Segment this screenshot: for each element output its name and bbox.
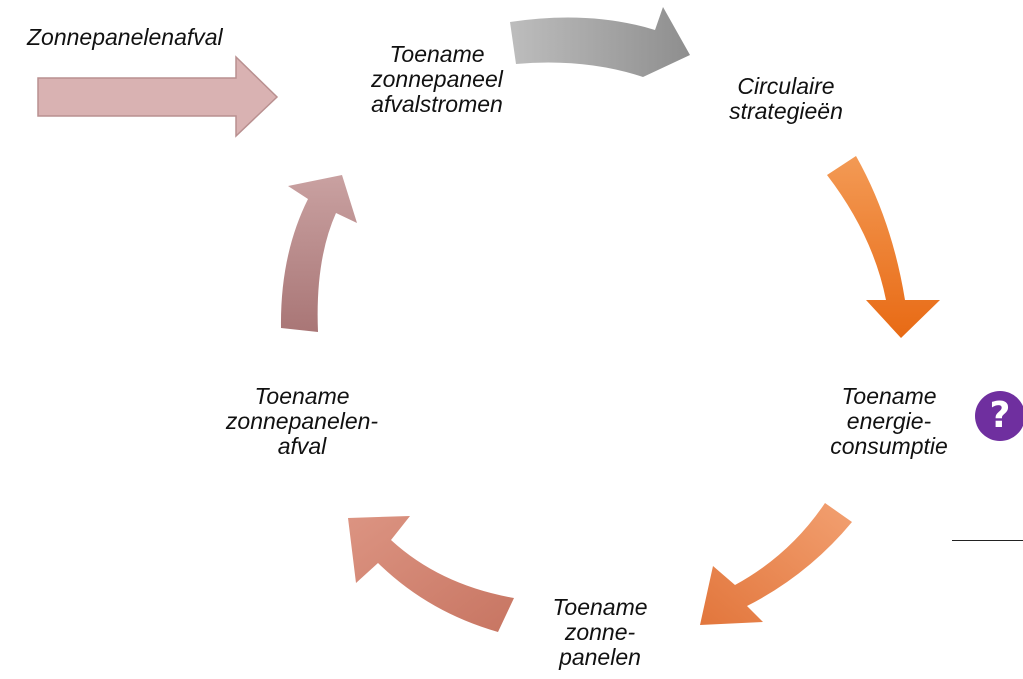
node-toename-zonnepanelen: Toename zonne- panelen <box>530 595 670 670</box>
node-line: Toename <box>254 383 350 409</box>
node-toename-energieconsumptie: Toename energie- consumptie <box>814 384 964 459</box>
help-glyph: ? <box>989 395 1011 436</box>
input-label: Zonnepanelenafval <box>27 25 223 50</box>
node-circulaire-strategieen: Circulaire strategieën <box>706 74 866 124</box>
node-toename-afvalstromen: Toename zonnepaneel afvalstromen <box>357 42 517 117</box>
node-line: Toename <box>841 383 937 409</box>
node-line: zonne- <box>564 619 636 645</box>
help-icon[interactable]: ? <box>975 391 1023 441</box>
cycle-arrow-energieconsumptie-to-zonnepanelen <box>700 503 852 625</box>
cycle-arrow-afval-to-afvalstromen <box>280 175 357 332</box>
node-line: zonnepaneel <box>371 66 503 92</box>
node-line: Toename <box>552 594 648 620</box>
node-toename-zonnepanelen-afval: Toename zonnepanelen- afval <box>212 384 392 459</box>
node-line: consumptie <box>830 433 948 459</box>
node-line: afvalstromen <box>371 91 503 117</box>
node-line: afval <box>277 433 327 459</box>
input-label-text: Zonnepanelenafval <box>27 24 223 50</box>
node-line: Toename <box>389 41 485 67</box>
cycle-arrow-strategieen-to-energieconsumptie <box>827 156 940 338</box>
input-arrow <box>37 55 279 138</box>
cycle-arrow-zonnepanelen-to-afval <box>348 516 514 632</box>
node-line: Circulaire <box>737 73 835 99</box>
node-line: panelen <box>559 644 641 670</box>
cycle-arrow-afvalstromen-to-strategieen <box>510 7 690 77</box>
node-line: energie- <box>846 408 932 434</box>
node-line: zonnepanelen- <box>225 408 379 434</box>
divider-line <box>952 540 1023 541</box>
node-line: strategieën <box>729 98 843 124</box>
